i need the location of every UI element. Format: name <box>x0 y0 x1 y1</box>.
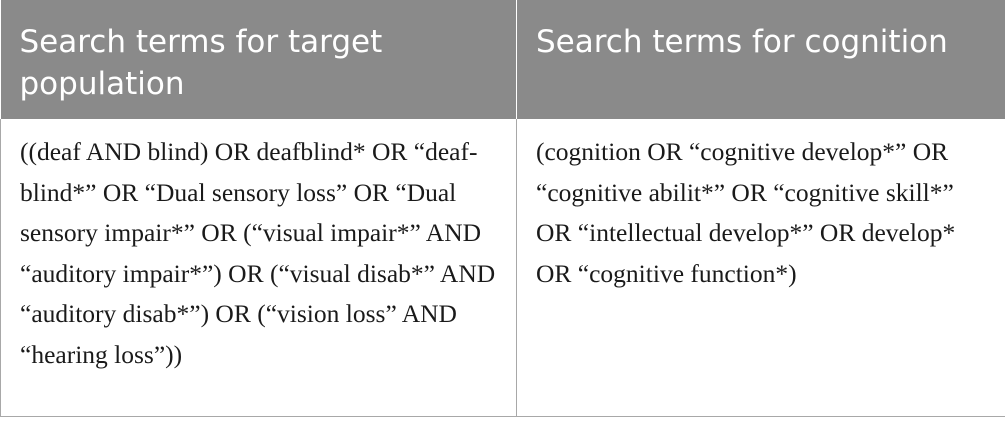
cell-target-population-terms: ((deaf AND blind) OR deafblind* OR “deaf… <box>0 119 517 417</box>
cell-cognition-terms: (cognition OR “cognitive develop*” OR “c… <box>516 119 1005 417</box>
header-target-population: Search terms for target population <box>0 0 517 119</box>
header-cognition: Search terms for cognition <box>516 0 1005 119</box>
search-terms-table: Search terms for target population Searc… <box>0 0 1005 417</box>
table-header-row: Search terms for target population Searc… <box>0 0 1005 119</box>
table-row: ((deaf AND blind) OR deafblind* OR “deaf… <box>0 119 1005 417</box>
